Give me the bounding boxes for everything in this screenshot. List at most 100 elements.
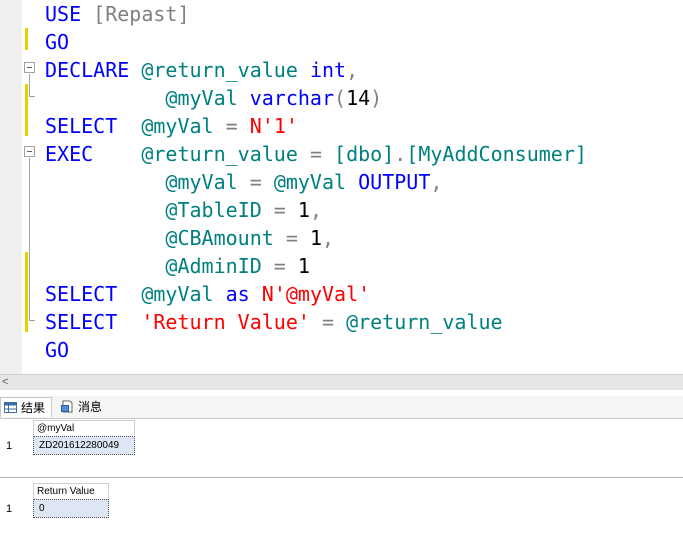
collapse-declare-toggle[interactable] xyxy=(24,62,35,73)
code-line[interactable]: SELECT @myVal = N'1' xyxy=(45,112,298,140)
code-token xyxy=(262,198,274,222)
code-token: @myVal xyxy=(141,282,214,306)
column-header[interactable]: @myVal xyxy=(33,420,135,435)
code-token: @myVal xyxy=(165,170,238,194)
outline-line xyxy=(29,158,30,320)
code-token xyxy=(238,114,250,138)
row-number[interactable]: 1 xyxy=(6,440,13,452)
column-header[interactable]: Return Value xyxy=(33,483,109,498)
code-token: as xyxy=(225,282,250,306)
code-token: . xyxy=(394,142,407,166)
code-token: 1 xyxy=(297,254,310,278)
tab-results[interactable]: 结果 xyxy=(0,397,53,417)
code-token xyxy=(214,114,226,138)
code-token: N'1' xyxy=(249,114,298,138)
code-token: SELECT xyxy=(45,282,118,306)
grid-cell[interactable]: ZD201612280049 xyxy=(33,436,135,455)
code-token xyxy=(274,226,286,250)
code-token: EXEC xyxy=(45,142,94,166)
code-line[interactable]: SELECT 'Return Value' = @return_value xyxy=(45,308,503,336)
code-token: SELECT xyxy=(45,114,118,138)
row-number[interactable]: 1 xyxy=(6,503,13,515)
code-token xyxy=(214,282,226,306)
code-token: @return_value xyxy=(141,142,298,166)
collapse-exec-toggle[interactable] xyxy=(24,146,35,157)
tab-results-label: 结果 xyxy=(21,401,46,415)
code-token xyxy=(117,282,141,306)
code-token: [dbo] xyxy=(334,142,395,166)
code-line[interactable]: GO xyxy=(45,28,69,56)
code-token: = xyxy=(249,170,262,194)
code-token xyxy=(334,310,346,334)
code-line[interactable]: @AdminID = 1 xyxy=(45,252,310,280)
results-tab-bar: 结果 消息 xyxy=(0,396,683,419)
code-token: = xyxy=(273,198,286,222)
code-line[interactable]: DECLARE @return_value int, xyxy=(45,56,358,84)
code-token xyxy=(45,198,165,222)
code-token: DECLARE xyxy=(45,58,130,82)
code-token xyxy=(117,310,141,334)
code-token: GO xyxy=(45,338,70,362)
code-token xyxy=(45,226,165,250)
tab-messages[interactable]: 消息 xyxy=(58,397,108,417)
code-token: = xyxy=(225,114,238,138)
change-marker xyxy=(25,84,28,136)
code-token xyxy=(81,2,93,26)
editor-gutter xyxy=(0,0,22,374)
code-token xyxy=(298,142,310,166)
code-token xyxy=(346,170,358,194)
code-line[interactable]: @CBAmount = 1, xyxy=(45,224,334,252)
code-token: 1 xyxy=(309,226,322,250)
code-line[interactable]: USE [Repast] xyxy=(45,0,190,28)
code-token: , xyxy=(430,170,443,194)
code-token: @myVal xyxy=(165,86,238,110)
outline-line xyxy=(29,96,35,97)
code-token xyxy=(45,170,165,194)
code-token: , xyxy=(321,226,335,250)
code-line[interactable]: SELECT @myVal as N'@myVal' xyxy=(45,280,370,308)
outline-line xyxy=(29,320,35,321)
code-token: @return_value xyxy=(346,310,503,334)
grid-cell[interactable]: 0 xyxy=(33,499,109,518)
code-token: @AdminID xyxy=(165,254,262,278)
code-token xyxy=(298,58,310,82)
code-token: = xyxy=(273,254,286,278)
outline-line xyxy=(29,74,30,96)
grid-icon xyxy=(4,402,17,413)
code-token: , xyxy=(346,58,359,82)
scroll-left-arrow-icon[interactable]: < xyxy=(2,376,9,388)
code-token xyxy=(238,86,250,110)
grid-divider[interactable] xyxy=(0,477,683,478)
code-line[interactable]: @myVal varchar(14) xyxy=(45,84,382,112)
code-token xyxy=(45,86,165,110)
code-token: OUTPUT xyxy=(358,170,431,194)
code-token: ( xyxy=(334,86,347,110)
code-token: @myVal xyxy=(273,170,347,194)
code-token: = xyxy=(309,142,322,166)
code-token: varchar xyxy=(249,86,335,110)
tab-messages-label: 消息 xyxy=(78,400,103,414)
code-token xyxy=(117,114,141,138)
code-token: N'@myVal' xyxy=(261,282,371,306)
code-token xyxy=(250,282,262,306)
code-line[interactable]: @TableID = 1, xyxy=(45,196,322,224)
change-marker xyxy=(25,28,28,50)
code-token: 1 xyxy=(297,198,310,222)
code-token: int xyxy=(309,58,347,82)
code-line[interactable]: GO xyxy=(45,336,69,364)
code-token: @return_value xyxy=(141,58,298,82)
code-token: [MyAddConsumer] xyxy=(406,142,587,166)
code-token xyxy=(262,170,274,194)
code-token: , xyxy=(309,198,322,222)
code-token xyxy=(45,254,165,278)
code-line[interactable]: @myVal = @myVal OUTPUT, xyxy=(45,168,442,196)
code-token xyxy=(129,58,141,82)
horizontal-scrollbar[interactable]: < xyxy=(0,374,683,390)
code-line[interactable]: EXEC @return_value = [dbo].[MyAddConsume… xyxy=(45,140,587,168)
code-token: 'Return Value' xyxy=(141,310,310,334)
code-token: USE xyxy=(45,2,82,26)
code-token: GO xyxy=(45,30,70,54)
code-token: @myVal xyxy=(141,114,214,138)
change-marker xyxy=(25,252,28,332)
